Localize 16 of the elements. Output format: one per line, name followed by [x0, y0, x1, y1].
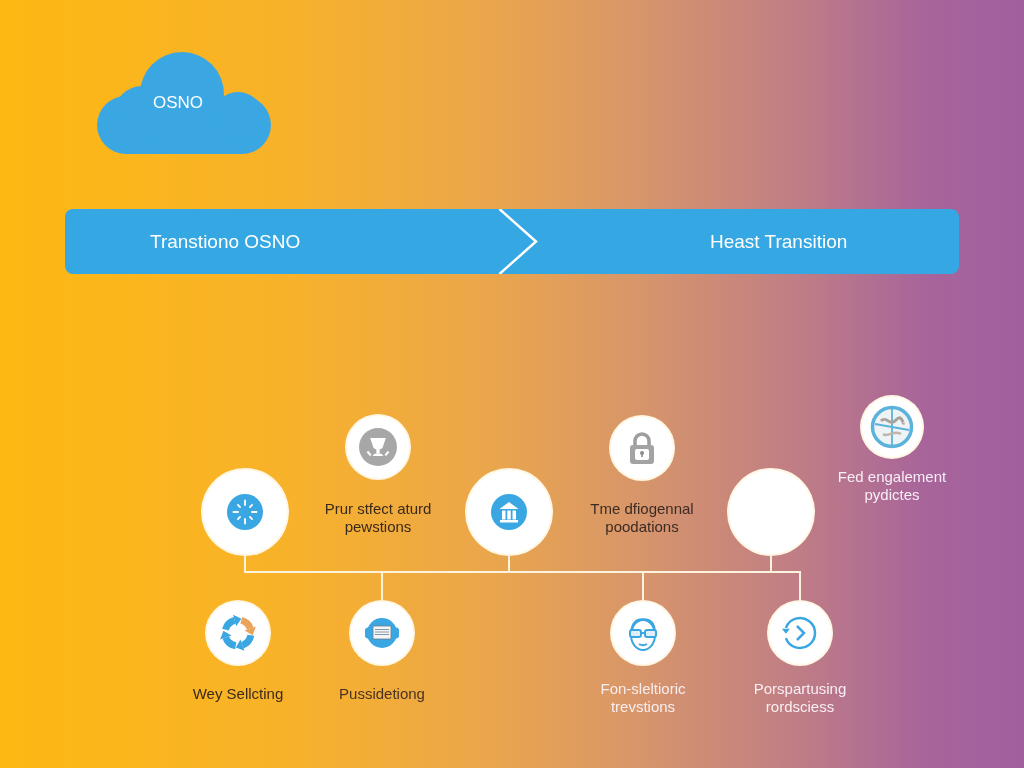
icon-caption: Porspartusing rordsciess	[752, 680, 848, 716]
icon-caption: Prur stfect aturd pewstions	[323, 500, 433, 536]
icon-caption: Wey Sellcting	[191, 685, 285, 703]
cloud-label: OSNO	[152, 93, 204, 113]
icon-caption: Tme dfiogennal poodations	[589, 500, 695, 536]
connector-line	[244, 555, 246, 574]
icon-caption: Fon-sleltioric trevstions	[599, 680, 687, 716]
connector-line	[381, 570, 383, 601]
icon-caption: Fed engalement pydictes	[836, 468, 948, 504]
bar-label: Heast Transition	[710, 230, 848, 254]
bar-label: Transtiono OSNO	[150, 230, 301, 254]
connector-line	[642, 570, 644, 601]
process-bar	[65, 209, 959, 274]
connector-line	[799, 570, 801, 601]
connector-line	[244, 571, 801, 573]
icon-caption: Pussidetiong	[338, 685, 426, 703]
